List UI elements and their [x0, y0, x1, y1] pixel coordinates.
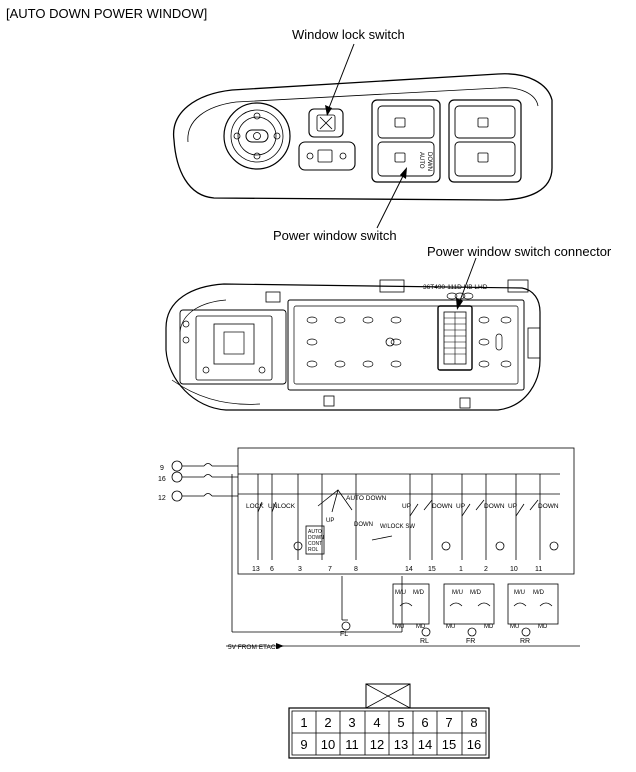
motor-label-md-2: M/D — [470, 590, 482, 596]
pin-cell-4: 4 — [373, 715, 380, 730]
power-window-switch-label: Power window switch — [273, 228, 397, 243]
power-window-pointer — [376, 167, 407, 229]
bottom-pin-15: 15 — [428, 566, 436, 573]
switch-panel-top-view — [173, 73, 553, 201]
pin-cell-6: 6 — [421, 715, 428, 730]
etacs-label: 5V FROM ETACS — [228, 644, 281, 651]
switch-label-up-center: UP — [326, 518, 334, 524]
bottom-pin-11: 11 — [535, 566, 542, 573]
control-box-line-3: CONT — [308, 541, 322, 547]
bottom-pin-1: 1 — [459, 566, 463, 573]
power-window-switch-group-front — [371, 99, 441, 183]
pin-cell-13: 13 — [394, 737, 408, 752]
motor-label-md-low-2: MD — [484, 624, 494, 630]
switch-label-down-3: DOWN — [538, 503, 559, 510]
pin-cell-9: 9 — [300, 737, 307, 752]
bottom-pin-3: 3 — [298, 566, 302, 573]
pin-cell-2: 2 — [324, 715, 331, 730]
control-box-line-4: ROL — [308, 547, 319, 553]
bottom-pin-13: 13 — [252, 566, 260, 573]
connector-pointer — [456, 257, 477, 310]
motor-fr: FR — [466, 638, 475, 645]
pin-cell-14: 14 — [418, 737, 432, 752]
motor-label-mu-low-3: MU — [510, 624, 519, 630]
connector-pin-table — [288, 683, 490, 759]
motor-label-md-low-1: MD — [416, 624, 426, 630]
switch-label-auto-down: AUTO DOWN — [346, 495, 387, 502]
bottom-pin-8: 8 — [354, 566, 358, 573]
motor-label-md-1: M/D — [413, 590, 425, 596]
switch-label-lock: LOCK — [246, 503, 264, 510]
motor-label-mu-1: M/U — [395, 590, 406, 596]
switch-label-wlock: W/LOCK SW — [380, 524, 415, 530]
motor-label-mu-low-1: MU — [395, 624, 404, 630]
motor-label-mu-3: M/U — [514, 590, 525, 596]
window-lock-pointer — [325, 43, 355, 116]
switch-label-down-1: DOWN — [432, 503, 453, 510]
motor-label-mu-2: M/U — [452, 590, 463, 596]
input-pin-9: 9 — [160, 465, 164, 472]
switch-label-up-2: UP — [456, 503, 465, 510]
bottom-pin-2: 2 — [484, 566, 488, 573]
control-box-line-2: DOWN — [308, 535, 324, 541]
bottom-pin-7: 7 — [328, 566, 332, 573]
motor-rl: RL — [420, 638, 429, 645]
pin-cell-1: 1 — [300, 715, 307, 730]
svg-text:AUTO: AUTO — [418, 152, 424, 169]
svg-text:DOWN: DOWN — [426, 152, 432, 171]
bottom-pin-6: 6 — [270, 566, 274, 573]
window-lock-switch-label: Window lock switch — [292, 27, 405, 42]
pin-cell-16: 16 — [467, 737, 481, 752]
housing-part-number: 36T490-111D HB LHD — [423, 284, 488, 291]
switch-label-unlock: UNLOCK — [268, 503, 296, 510]
power-window-switch-group-rear — [448, 99, 522, 183]
bottom-pin-10: 10 — [510, 566, 518, 573]
motor-label-md-low-3: MD — [538, 624, 548, 630]
control-box-line-1: AUTO — [308, 529, 322, 535]
mirror-fold-switch — [298, 141, 356, 171]
pin-cell-5: 5 — [397, 715, 404, 730]
etacs-arrow — [276, 643, 284, 649]
pin-cell-11: 11 — [345, 737, 359, 752]
pin-cell-7: 7 — [445, 715, 452, 730]
input-pin-12: 12 — [158, 495, 166, 502]
mirror-control-knob — [223, 102, 291, 170]
switch-housing-rear-view — [165, 279, 541, 411]
motor-label-md-3: M/D — [533, 590, 545, 596]
motor-rr: RR — [520, 638, 530, 645]
pin-cell-8: 8 — [470, 715, 477, 730]
motor-label-mu-low-2: MU — [446, 624, 455, 630]
switch-label-up-3: UP — [508, 503, 517, 510]
diagram-heading: [AUTO DOWN POWER WINDOW] — [6, 6, 208, 21]
pin-cell-3: 3 — [348, 715, 355, 730]
circuit-schematic — [171, 447, 580, 647]
bottom-pin-14: 14 — [405, 566, 413, 573]
switch-label-down-center: DOWN — [354, 522, 373, 528]
switch-label-up-1: UP — [402, 503, 411, 510]
pin-cell-10: 10 — [321, 737, 335, 752]
label-fl: FL — [340, 631, 348, 638]
window-lock-switch — [308, 108, 344, 138]
housing-connector — [437, 305, 473, 371]
switch-label-down-2: DOWN — [484, 503, 505, 510]
connector-label: Power window switch connector — [427, 244, 612, 259]
input-pin-16: 16 — [158, 476, 166, 483]
pin-cell-12: 12 — [370, 737, 384, 752]
pin-cell-15: 15 — [442, 737, 456, 752]
